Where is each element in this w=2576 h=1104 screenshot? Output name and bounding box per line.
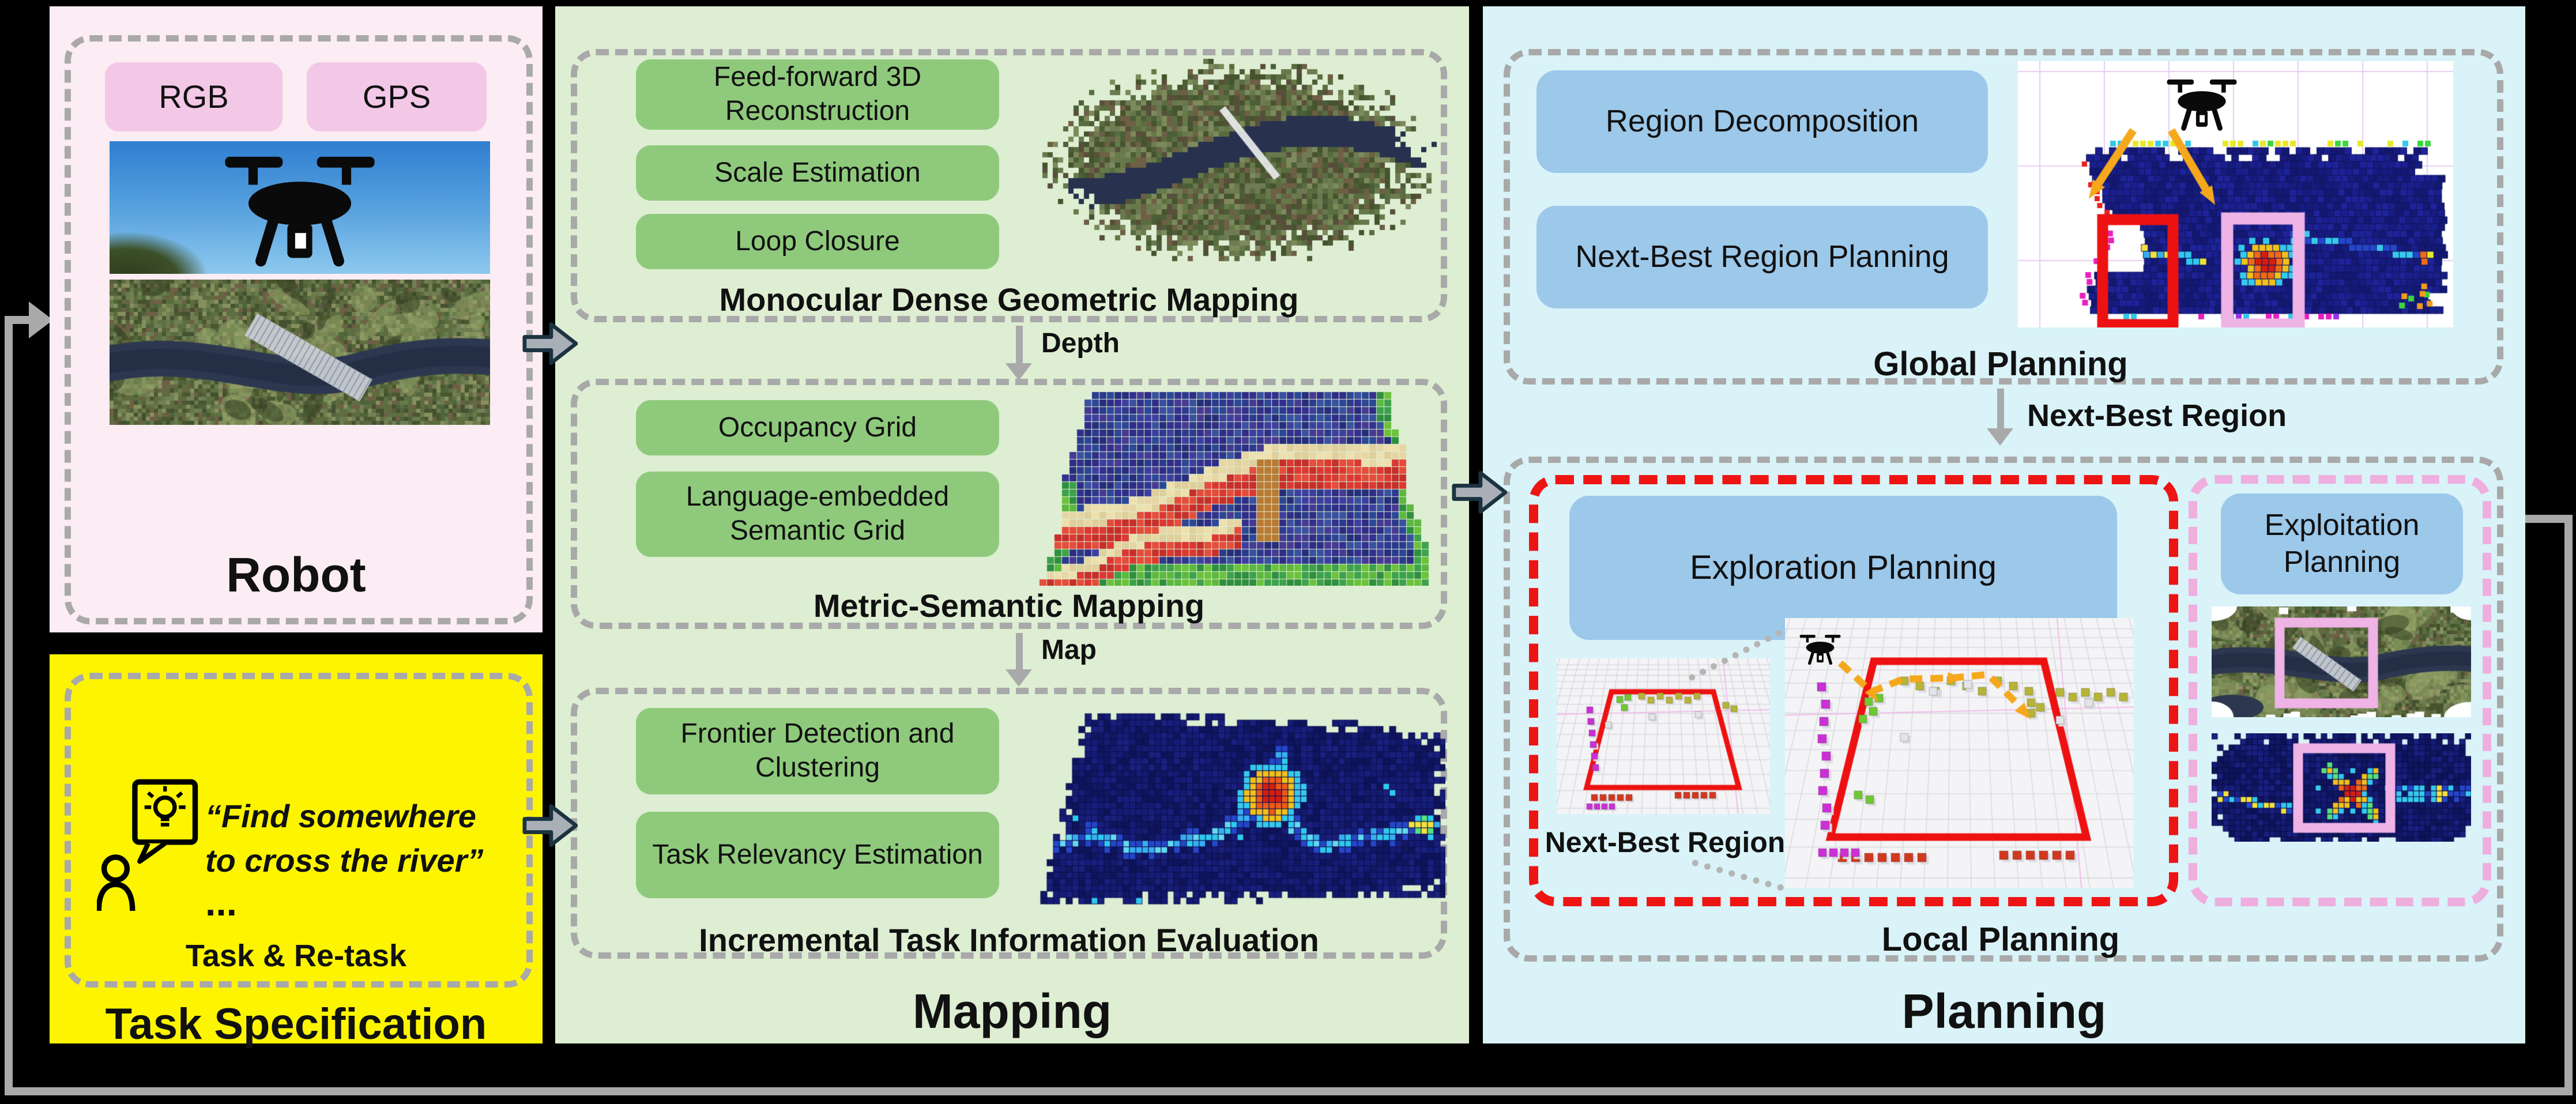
mapping-panel-title: Mapping bbox=[912, 984, 1112, 1038]
planning-panel-title: Planning bbox=[1901, 984, 2107, 1038]
task-quote-ellipsis: ... bbox=[205, 881, 238, 924]
next-best-region-caption: Next-Best Region bbox=[1545, 826, 1786, 858]
step-frontier-detection-and-clustering: Frontier Detection and Clustering bbox=[636, 708, 999, 794]
task-retask-label: Task & Re-task bbox=[185, 939, 407, 973]
task-information-heatmap-image bbox=[1022, 695, 1445, 917]
exploration-planning-button: Exploration Planning bbox=[1569, 496, 2117, 640]
geometric-mapping-group bbox=[571, 49, 1447, 322]
global-planning-label: Global Planning bbox=[1873, 345, 2128, 383]
mapping-panel: Feed-forward 3D Reconstruction Scale Est… bbox=[555, 6, 1469, 1043]
depth-arrow-head-icon bbox=[1005, 363, 1032, 380]
rgb-sensor-chip: RGB bbox=[105, 62, 283, 131]
geometric-mapping-label: Monocular Dense Geometric Mapping bbox=[719, 281, 1299, 318]
map-arrow-label: Map bbox=[1041, 635, 1097, 665]
point-cloud-reconstruction-image bbox=[1032, 54, 1441, 273]
feedback-wire-bottom bbox=[5, 1087, 2573, 1095]
next-best-region-small-map-image bbox=[1557, 658, 1770, 814]
semantic-grid-image bbox=[1032, 384, 1441, 586]
robot-panel: RGB GPS Robot bbox=[50, 6, 543, 632]
robot-to-mapping-arrow-icon bbox=[522, 318, 578, 369]
exploration-detail-map-image bbox=[1785, 618, 2134, 888]
map-arrow-shaft bbox=[1016, 633, 1023, 671]
task-quote-line2: to cross the river” bbox=[205, 842, 484, 879]
task-specification-panel: “Find somewhere to cross the river” ... … bbox=[50, 654, 543, 1049]
step-scale-estimation: Scale Estimation bbox=[636, 145, 999, 201]
metric-semantic-group bbox=[571, 379, 1447, 629]
exploitation-aerial-image bbox=[2212, 606, 2471, 717]
task-to-mapping-arrow-icon bbox=[522, 800, 578, 851]
step-next-best-region-planning: Next-Best Region Planning bbox=[1536, 206, 1988, 308]
drone-icon bbox=[1799, 632, 1841, 666]
feedback-wire-right-vertical bbox=[2564, 515, 2573, 1095]
map-arrow-head-icon bbox=[1005, 669, 1032, 687]
exploitation-planning-button: Exploitation Planning bbox=[2221, 493, 2463, 594]
user-prompt-icon bbox=[97, 779, 198, 911]
step-loop-closure: Loop Closure bbox=[636, 214, 999, 269]
global-region-map-image bbox=[2018, 61, 2453, 327]
planning-panel: Region Decomposition Next-Best Region Pl… bbox=[1483, 6, 2525, 1043]
exploitation-heatmap-image bbox=[2212, 733, 2471, 842]
drone-photo bbox=[110, 141, 490, 274]
task-quote-line1: “Find somewhere bbox=[205, 798, 476, 834]
next-best-region-arrow-head-icon bbox=[1987, 428, 2013, 446]
metric-semantic-label: Metric-Semantic Mapping bbox=[813, 587, 1205, 624]
aerial-river-photo bbox=[110, 280, 490, 425]
exploration-planning-group bbox=[1529, 475, 2178, 906]
step-region-decomposition: Region Decomposition bbox=[1536, 70, 1988, 173]
exploitation-planning-group bbox=[2189, 475, 2491, 906]
feedback-arrowhead-icon bbox=[29, 302, 53, 338]
feedback-wire-left-stub bbox=[5, 316, 35, 324]
mapping-to-planning-arrow-icon bbox=[1452, 467, 1507, 518]
step-task-relevancy-estimation: Task Relevancy Estimation bbox=[636, 812, 999, 898]
robot-panel-title: Robot bbox=[226, 548, 366, 602]
local-planning-label: Local Planning bbox=[1881, 921, 2120, 958]
robot-dashed-group bbox=[65, 35, 533, 624]
foliage-decoration bbox=[110, 232, 208, 274]
task-panel-title: Task Specification bbox=[105, 1000, 487, 1049]
step-occupancy-grid: Occupancy Grid bbox=[636, 400, 999, 455]
gps-sensor-chip: GPS bbox=[307, 62, 487, 131]
next-best-region-arrow-label: Next-Best Region bbox=[2027, 398, 2287, 433]
step-language-embedded-semantic-grid: Language-embedded Semantic Grid bbox=[636, 472, 999, 557]
next-best-region-arrow-shaft bbox=[1997, 389, 2004, 430]
task-information-label: Incremental Task Information Evaluation bbox=[699, 922, 1319, 958]
step-feed-forward-3d-reconstruction: Feed-forward 3D Reconstruction bbox=[636, 59, 999, 130]
global-planning-group bbox=[1504, 49, 2503, 385]
drone-icon bbox=[2166, 74, 2238, 133]
feedback-wire-left-vertical bbox=[5, 316, 13, 1095]
feedback-wire-right-horizontal bbox=[2524, 515, 2573, 523]
local-planning-group bbox=[1504, 457, 2503, 962]
depth-arrow-label: Depth bbox=[1041, 328, 1120, 359]
depth-arrow-shaft bbox=[1016, 326, 1023, 365]
drone-icon bbox=[222, 146, 378, 270]
